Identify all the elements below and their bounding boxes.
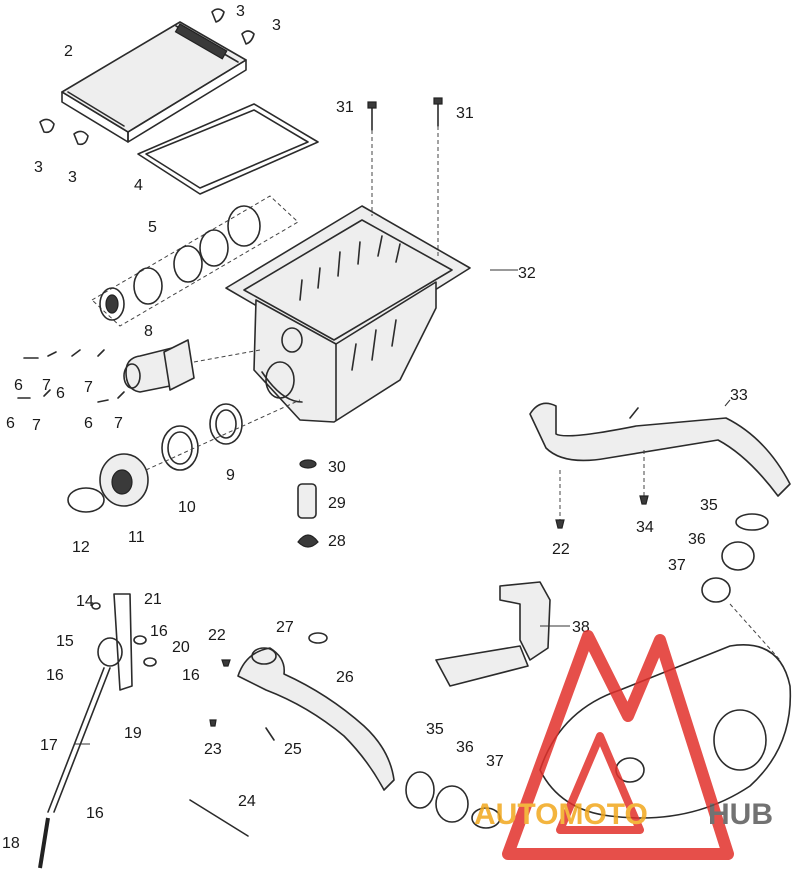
callout-6: 6 <box>84 415 93 432</box>
intake-duct <box>123 339 261 393</box>
callout-32: 32 <box>518 265 536 282</box>
callout-18: 18 <box>2 835 20 852</box>
callout-19: 19 <box>124 725 142 742</box>
callout-9: 9 <box>226 467 235 484</box>
callout-3: 3 <box>236 3 245 20</box>
callout-12: 12 <box>72 539 90 556</box>
callout-33: 33 <box>730 387 748 404</box>
hose-clips <box>189 632 328 837</box>
callout-7: 7 <box>114 415 123 432</box>
callout-10: 10 <box>178 499 196 516</box>
callout-25: 25 <box>284 741 302 758</box>
callout-29: 29 <box>328 495 346 512</box>
callout-28: 28 <box>328 533 346 550</box>
callout-6: 6 <box>6 415 15 432</box>
callout-35: 35 <box>426 721 444 738</box>
callout-4: 4 <box>134 177 143 194</box>
intake-hose <box>237 647 395 791</box>
airbox-housing <box>225 205 471 423</box>
callout-6: 6 <box>14 377 23 394</box>
filter-gasket <box>137 103 319 195</box>
callout-21: 21 <box>144 591 162 608</box>
callout-15: 15 <box>56 633 74 650</box>
callout-20: 20 <box>172 639 190 656</box>
drain-assembly <box>297 459 319 548</box>
callout-7: 7 <box>32 417 41 434</box>
callout-16: 16 <box>150 623 168 640</box>
callout-3: 3 <box>272 17 281 34</box>
callout-16: 16 <box>182 667 200 684</box>
callout-labels: 2 3 3 3 3 4 5 6 6 6 6 7 7 7 7 8 9 10 11 … <box>2 3 748 852</box>
callout-22: 22 <box>208 627 226 644</box>
callout-17: 17 <box>40 737 58 754</box>
callout-34: 34 <box>636 519 654 536</box>
callout-2: 2 <box>64 43 73 60</box>
callout-31: 31 <box>456 105 474 122</box>
callout-35: 35 <box>700 497 718 514</box>
callout-3: 3 <box>68 169 77 186</box>
callout-7: 7 <box>84 379 93 396</box>
callout-37: 37 <box>486 753 504 770</box>
callout-8: 8 <box>144 323 153 340</box>
watermark-triangle-icon <box>502 630 734 860</box>
callout-22: 22 <box>552 541 570 558</box>
cover-clips <box>39 8 255 146</box>
callout-36: 36 <box>688 531 706 548</box>
callout-6: 6 <box>56 385 65 402</box>
callout-3: 3 <box>34 159 43 176</box>
callout-5: 5 <box>148 219 157 236</box>
outlet-hose <box>529 402 791 529</box>
breather-assembly <box>38 593 157 869</box>
callout-36: 36 <box>456 739 474 756</box>
intake-clamps <box>67 399 301 513</box>
callout-26: 26 <box>336 669 354 686</box>
outlet-rings <box>701 513 769 603</box>
leader-lines <box>74 269 731 745</box>
callout-37: 37 <box>668 557 686 574</box>
callout-23: 23 <box>204 741 222 758</box>
watermark-text-hub: HUB <box>708 798 773 831</box>
callout-7: 7 <box>42 377 51 394</box>
engine-cvt-cover <box>539 603 792 819</box>
watermark-text-main: AUTOMOTO <box>474 798 648 831</box>
filter-element <box>91 195 299 327</box>
housing-screws <box>367 97 443 256</box>
callout-16: 16 <box>86 805 104 822</box>
callout-30: 30 <box>328 459 346 476</box>
mount-bracket <box>435 581 551 687</box>
callout-31: 31 <box>336 99 354 116</box>
watermark-logo: AUTOMOTO HUB <box>474 630 773 860</box>
intake-rings <box>405 771 501 829</box>
callout-24: 24 <box>238 793 256 810</box>
callout-27: 27 <box>276 619 294 636</box>
mounting-bolts <box>17 349 125 403</box>
callout-14: 14 <box>76 593 94 610</box>
callout-16: 16 <box>46 667 64 684</box>
callout-11: 11 <box>128 529 145 546</box>
air-filter-cover <box>61 21 247 143</box>
